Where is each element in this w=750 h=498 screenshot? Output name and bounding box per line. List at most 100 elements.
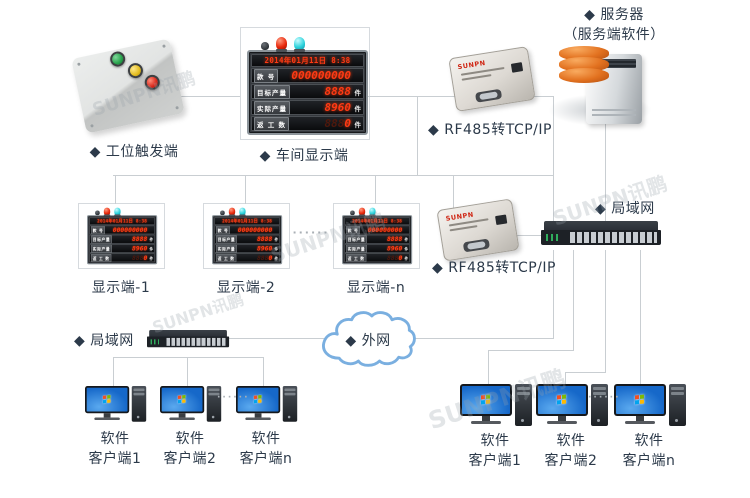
rj45-port bbox=[495, 214, 508, 226]
wan-cloud bbox=[320, 308, 416, 368]
panel-row-label: 实际产量 bbox=[91, 244, 112, 253]
panel-datetime: 2014年01月11日 8:38 bbox=[251, 54, 364, 67]
db9-serial-port bbox=[474, 88, 503, 103]
green-push-button bbox=[108, 50, 127, 68]
drive-bay bbox=[208, 388, 220, 392]
connector-line bbox=[488, 350, 489, 387]
label-rf485-mid: ◆ RF485转TCP/IP bbox=[432, 260, 556, 276]
monitor-stand bbox=[103, 413, 111, 418]
lan-switch-left bbox=[147, 330, 230, 348]
label-client-left-1a: 软件 bbox=[100, 431, 130, 447]
client-computer-right-n bbox=[614, 384, 688, 430]
desktop-screen bbox=[538, 386, 586, 414]
client-monitor bbox=[160, 386, 205, 414]
windows-logo-icon bbox=[557, 394, 566, 405]
client-computer-right-2 bbox=[536, 384, 610, 430]
connector-line bbox=[406, 338, 554, 339]
ellipsis-dots: ······ bbox=[588, 393, 621, 403]
panel-row-label: 目标产量 bbox=[91, 235, 112, 244]
panel-row-value: 000000000 bbox=[112, 226, 148, 234]
server-slots bbox=[592, 109, 636, 119]
client-computer-left-n bbox=[236, 386, 299, 425]
panel-row-label: 实际产量 bbox=[254, 100, 290, 115]
label-client-right-na: 软件 bbox=[634, 433, 664, 449]
desktop-screen bbox=[616, 386, 664, 414]
switch-ethernet-ports bbox=[569, 232, 657, 243]
panel-row-style-no: 款 号 000000000 bbox=[214, 225, 280, 235]
drive-bay bbox=[671, 392, 684, 395]
pc-tower bbox=[669, 384, 686, 426]
database-cylinder-icon bbox=[559, 46, 609, 83]
led-production-panel: 2014年01月11日 8:38 款 号 000000000 目标产量 8888… bbox=[212, 215, 283, 265]
panel-row-rework: 返 工 数 8880 件 bbox=[214, 253, 280, 263]
screw-icon bbox=[162, 44, 166, 48]
panel-row-actual: 实际产量 8960 件 bbox=[214, 244, 280, 253]
rf485-converter-mid: SUNPN bbox=[436, 198, 520, 262]
monitor-stand bbox=[636, 416, 644, 421]
panel-row-value: 8888 bbox=[324, 85, 352, 98]
monitor-base bbox=[245, 417, 271, 420]
pc-tower bbox=[206, 386, 222, 422]
label-client-right-2a: 软件 bbox=[556, 433, 586, 449]
label-lan-right: ◆ 局域网 bbox=[595, 201, 655, 217]
label-display-n: 显示端-n bbox=[346, 280, 406, 296]
panel-row-value: 8888 bbox=[131, 235, 148, 243]
panel-row-value: 8960 bbox=[256, 244, 273, 253]
windows-logo-icon bbox=[481, 394, 490, 405]
panel-row-label: 款 号 bbox=[216, 225, 231, 234]
drive-bay bbox=[517, 387, 530, 390]
panel-row-unit: 件 bbox=[274, 246, 279, 252]
power-button bbox=[136, 415, 140, 419]
panel-row-target: 目标产量 8888 件 bbox=[344, 234, 410, 244]
connector-line bbox=[640, 250, 641, 387]
device-text-line bbox=[461, 74, 492, 81]
connector-line bbox=[553, 96, 554, 222]
lan-switch-right bbox=[541, 221, 661, 245]
label-client-left-na: 软件 bbox=[251, 431, 281, 447]
monitor-stand bbox=[482, 416, 490, 421]
panel-row-actual: 实际产量 8960 件 bbox=[89, 244, 155, 253]
panel-row-value: 8960 bbox=[324, 101, 352, 114]
panel-row-label: 实际产量 bbox=[216, 244, 237, 253]
connector-line bbox=[180, 96, 240, 97]
led-production-panel: 2014年01月11日 8:38 款 号 000000000 目标产量 8888… bbox=[247, 50, 368, 135]
drive-bay bbox=[284, 392, 296, 396]
power-button bbox=[675, 419, 678, 422]
panel-row-label: 款 号 bbox=[91, 225, 106, 234]
trigger-box-body bbox=[71, 38, 185, 134]
red-push-button bbox=[143, 73, 162, 92]
monitor-base bbox=[625, 421, 655, 424]
yellow-push-button bbox=[126, 61, 145, 80]
drive-bay bbox=[593, 392, 606, 395]
drive-bay bbox=[671, 387, 684, 390]
panel-row-unit: 件 bbox=[354, 120, 362, 129]
panel-row-style-no: 款 号 000000000 bbox=[89, 225, 155, 235]
pc-tower bbox=[515, 384, 532, 426]
panel-row-unit: 件 bbox=[149, 246, 154, 252]
panel-row-rework: 返 工 数 8880 件 bbox=[344, 253, 410, 263]
panel-alarm-lamps bbox=[261, 36, 368, 52]
cloud-shape-icon bbox=[322, 311, 416, 367]
red-alarm-lamp-icon bbox=[103, 207, 111, 217]
desktop-screen bbox=[462, 386, 510, 414]
device-text-line bbox=[449, 225, 478, 232]
monitor-stand bbox=[558, 416, 566, 421]
screw-icon bbox=[90, 124, 94, 128]
panel-row-label: 返 工 数 bbox=[346, 253, 367, 262]
label-lan-left: ◆ 局域网 bbox=[74, 333, 134, 349]
drive-bay bbox=[133, 392, 145, 396]
display-terminal-2: 2014年01月11日 8:38 款 号 000000000 目标产量 8888… bbox=[212, 207, 333, 306]
client-monitor bbox=[236, 386, 281, 414]
power-button bbox=[211, 415, 215, 419]
bell-icon bbox=[220, 210, 225, 216]
panel-row-target: 目标产量 8888 件 bbox=[214, 234, 280, 244]
panel-datetime: 2014年01月11日 8:38 bbox=[214, 217, 280, 225]
windows-logo-icon bbox=[253, 394, 262, 404]
db9-serial-port bbox=[462, 238, 491, 253]
drive-bay bbox=[284, 388, 296, 392]
label-server-software: （服务端软件） bbox=[563, 27, 665, 43]
label-client-left-nb: 客户端n bbox=[239, 451, 293, 467]
switch-led-indicators bbox=[546, 234, 560, 241]
drive-bay bbox=[133, 388, 145, 392]
panel-row-value: 8880 bbox=[256, 253, 273, 262]
